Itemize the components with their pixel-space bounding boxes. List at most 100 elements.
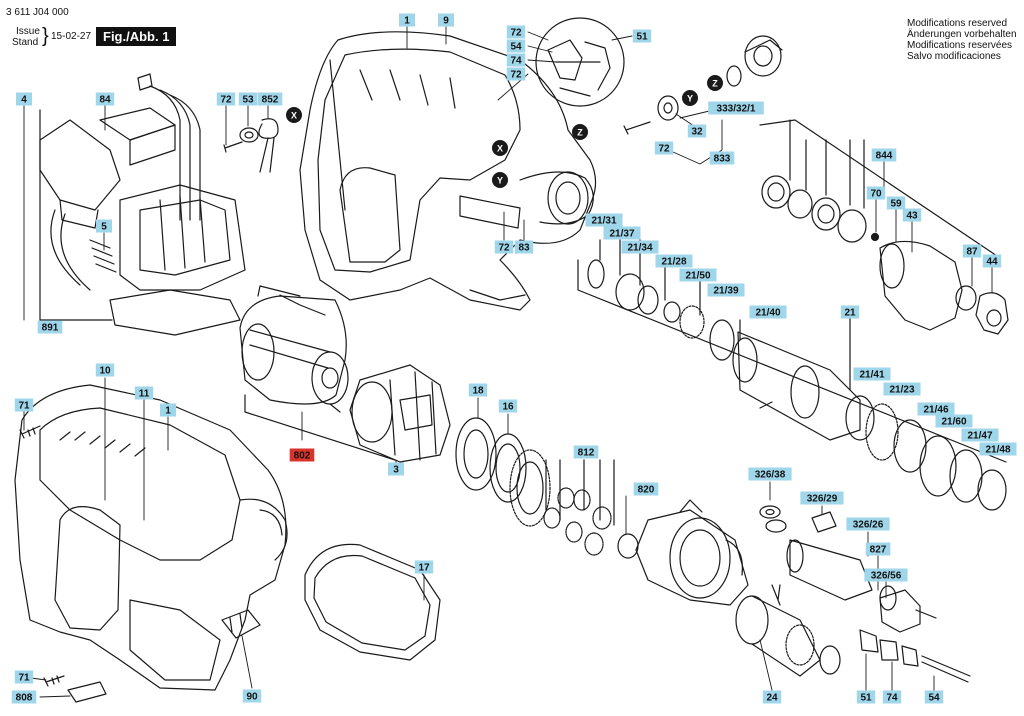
part-label-text: 5 bbox=[101, 222, 107, 233]
part-label-box bbox=[506, 39, 526, 53]
part-label-box bbox=[494, 240, 514, 254]
part-label-833: 833 bbox=[709, 151, 735, 165]
part-label-box bbox=[573, 445, 599, 459]
part-label-box bbox=[399, 13, 415, 27]
locking-sleeve-43 bbox=[879, 240, 963, 331]
part-label-43: 43 bbox=[902, 208, 922, 222]
part-label-text: 844 bbox=[876, 151, 893, 162]
part-label-326-29: 326/29 bbox=[800, 491, 844, 505]
part-label-text: 326/26 bbox=[853, 520, 884, 531]
part-label-70: 70 bbox=[866, 186, 886, 200]
part-label-44: 44 bbox=[982, 254, 1002, 268]
housing-lower-half bbox=[14, 384, 288, 691]
part-label-text: 21/48 bbox=[985, 445, 1010, 456]
part-label-box bbox=[865, 542, 891, 556]
part-label-box bbox=[962, 244, 982, 258]
part-label-59: 59 bbox=[886, 196, 906, 210]
part-label-text: 87 bbox=[966, 247, 978, 258]
part-label-text: 21/60 bbox=[941, 417, 966, 428]
part-label-83: 83 bbox=[514, 240, 534, 254]
part-label-box bbox=[687, 124, 707, 138]
brace-glyph: } bbox=[42, 25, 49, 47]
part-label-box bbox=[95, 363, 115, 377]
part-label-text: 53 bbox=[242, 95, 254, 106]
marker-y-1-label: Y bbox=[687, 94, 693, 104]
part-label-box bbox=[506, 67, 526, 81]
part-label-box bbox=[709, 151, 735, 165]
part-label-box bbox=[762, 690, 782, 704]
part-label-box bbox=[603, 226, 641, 240]
part-label-text: 32 bbox=[691, 127, 703, 138]
part-label-10: 10 bbox=[95, 363, 115, 377]
part-label-text: 17 bbox=[418, 563, 430, 574]
document-number: 3 611 J04 000 bbox=[6, 7, 69, 18]
part-label-box bbox=[800, 491, 844, 505]
part-label-text: 9 bbox=[443, 16, 449, 27]
part-label-72e: 72 bbox=[654, 141, 674, 155]
part-label-51a: 51 bbox=[632, 29, 652, 43]
marker-x-2: X bbox=[492, 140, 508, 156]
part-label-1b: 1 bbox=[160, 403, 176, 417]
part-label-text: 90 bbox=[246, 692, 258, 703]
part-label-text: 43 bbox=[906, 211, 918, 222]
part-label-text: 11 bbox=[139, 389, 150, 400]
gasket-17 bbox=[304, 543, 441, 661]
screw-71-bottom bbox=[43, 675, 65, 687]
o-ring-z bbox=[726, 65, 742, 87]
part-label-text: 74 bbox=[510, 56, 522, 67]
part-label-text: 72 bbox=[510, 28, 522, 39]
part-label-text: 21/50 bbox=[685, 271, 710, 282]
part-label-box bbox=[585, 213, 623, 227]
planet-gears-812 bbox=[543, 459, 615, 556]
part-label-box bbox=[749, 305, 787, 319]
part-label-21: 21 bbox=[840, 305, 860, 319]
part-label-333: 333/32/1 bbox=[708, 101, 764, 115]
part-label-box bbox=[506, 53, 526, 67]
part-label-text: 852 bbox=[262, 95, 279, 106]
part-label-text: 72 bbox=[510, 70, 522, 81]
part-label-box bbox=[707, 283, 745, 297]
part-label-box bbox=[14, 398, 34, 412]
part-label-text: 83 bbox=[518, 243, 530, 254]
part-label-text: 812 bbox=[578, 448, 595, 459]
marker-z-2-label: Z bbox=[577, 128, 583, 138]
part-label-21-31: 21/31 bbox=[585, 213, 623, 227]
washer-87 bbox=[955, 285, 977, 311]
pin-54 bbox=[921, 655, 971, 683]
part-label-box bbox=[979, 442, 1017, 456]
part-label-box bbox=[886, 196, 906, 210]
figure-title: Fig./Abb. 1 bbox=[96, 27, 177, 46]
part-label-text: 326/38 bbox=[755, 470, 786, 481]
part-label-852: 852 bbox=[257, 92, 283, 106]
part-label-text: 71 bbox=[18, 673, 30, 684]
part-label-text: 891 bbox=[42, 323, 59, 334]
part-label-text: 21/28 bbox=[661, 257, 686, 268]
part-label-box bbox=[982, 254, 1002, 268]
marker-z-1: Z bbox=[707, 75, 723, 91]
striker-326-group bbox=[759, 505, 937, 633]
part-label-text: 54 bbox=[928, 693, 940, 704]
part-label-box bbox=[95, 92, 115, 106]
part-label-802: 802 bbox=[289, 448, 315, 462]
part-label-text: 802 bbox=[294, 451, 311, 462]
part-label-5: 5 bbox=[96, 219, 112, 233]
part-label-box bbox=[748, 467, 792, 481]
part-label-4: 4 bbox=[16, 92, 32, 106]
part-label-text: 74 bbox=[886, 693, 898, 704]
part-label-71a: 71 bbox=[14, 398, 34, 412]
part-label-box bbox=[679, 268, 717, 282]
part-label-text: 827 bbox=[870, 545, 887, 556]
part-label-24: 24 bbox=[762, 690, 782, 704]
part-label-21-39: 21/39 bbox=[707, 283, 745, 297]
part-label-box bbox=[16, 92, 32, 106]
gear-housing-3 bbox=[349, 364, 451, 463]
part-label-text: 21/37 bbox=[609, 229, 634, 240]
marker-x-2-label: X bbox=[497, 144, 503, 154]
part-label-text: 10 bbox=[99, 366, 111, 377]
part-label-54b: 54 bbox=[924, 690, 944, 704]
part-label-18: 18 bbox=[468, 383, 488, 397]
part-label-text: 84 bbox=[99, 95, 111, 106]
nameplate-808 bbox=[67, 681, 107, 703]
stand-label: Stand bbox=[12, 37, 39, 48]
